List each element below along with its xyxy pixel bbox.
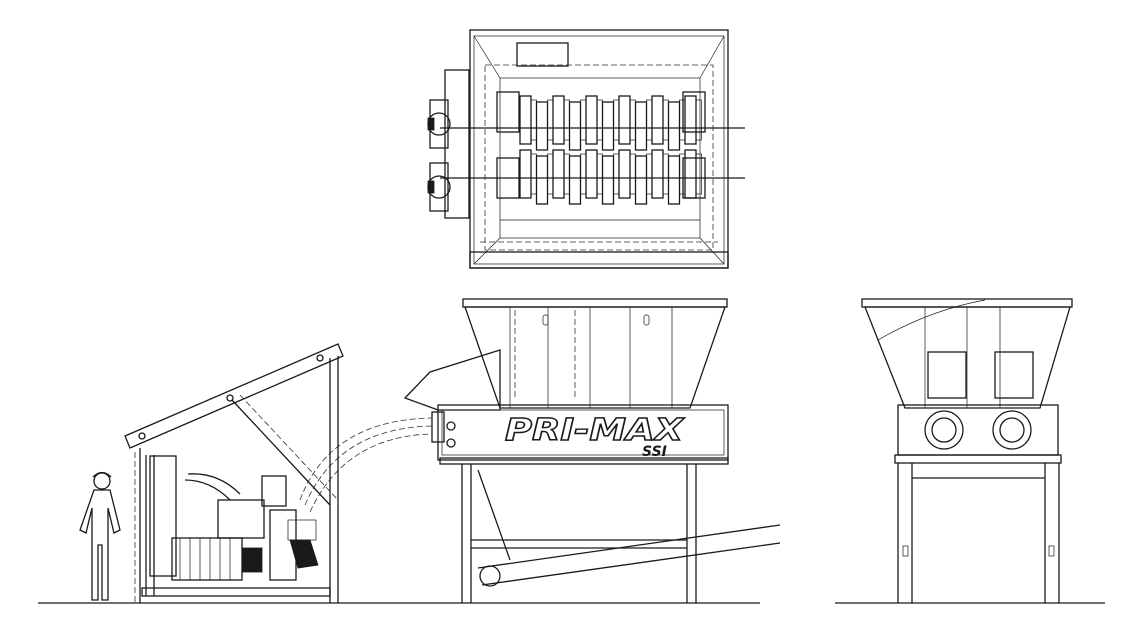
cutter-discs xyxy=(519,95,702,205)
cutter-spacer xyxy=(563,153,570,195)
cutter-spacer xyxy=(580,153,587,195)
hydraulic-hoses xyxy=(299,417,433,513)
top-plan-view xyxy=(427,29,745,269)
cutter-disc xyxy=(585,95,598,145)
cutter-spacer xyxy=(662,99,669,141)
cutter-disc xyxy=(667,155,681,205)
human-scale-figure xyxy=(79,471,121,601)
cutter-spacer xyxy=(613,153,620,195)
cutter-spacer xyxy=(679,99,686,141)
cutter-disc xyxy=(667,101,681,151)
cutter-disc xyxy=(601,101,615,151)
cutter-disc xyxy=(684,149,697,199)
cutter-disc xyxy=(684,95,697,145)
cutter-spacer xyxy=(695,153,702,195)
side-elevation-view xyxy=(861,298,1073,603)
cutter-disc xyxy=(519,149,532,199)
cutter-disc xyxy=(552,149,565,199)
overhead-canopy-frame xyxy=(124,343,344,603)
cutter-disc xyxy=(634,155,648,205)
cutter-spacer xyxy=(629,153,636,195)
cutter-spacer xyxy=(530,153,537,195)
cutter-disc xyxy=(651,149,664,199)
drive-motor-top xyxy=(427,69,470,219)
cutter-disc xyxy=(568,155,582,205)
brand-logo-primax: PRI-MAX xyxy=(505,413,685,448)
cutter-spacer xyxy=(613,99,620,141)
cutter-spacer xyxy=(646,153,653,195)
cutter-spacer xyxy=(596,99,603,141)
brand-logo-ssi: SSI xyxy=(642,444,667,460)
cutter-spacer xyxy=(596,153,603,195)
cutter-spacer xyxy=(646,99,653,141)
hydraulic-power-unit xyxy=(141,455,331,597)
cutter-disc xyxy=(535,101,549,151)
front-elevation-view: PRI-MAX SSI xyxy=(403,298,781,603)
cutter-spacer xyxy=(547,99,554,141)
cutter-disc xyxy=(651,95,664,145)
cutter-spacer xyxy=(580,99,587,141)
cutter-disc xyxy=(552,95,565,145)
cutter-spacer xyxy=(679,153,686,195)
cutter-spacer xyxy=(530,99,537,141)
cutter-spacer xyxy=(547,153,554,195)
cutter-disc xyxy=(618,95,631,145)
cutter-disc xyxy=(568,101,582,151)
cutter-spacer xyxy=(662,153,669,195)
cutter-disc xyxy=(519,95,532,145)
cutter-disc xyxy=(535,155,549,205)
cutter-disc xyxy=(618,149,631,199)
cutter-spacer xyxy=(563,99,570,141)
cutter-spacer xyxy=(695,99,702,141)
cutter-disc xyxy=(601,155,615,205)
cutter-disc xyxy=(634,101,648,151)
cutter-spacer xyxy=(629,99,636,141)
cutter-disc xyxy=(585,149,598,199)
